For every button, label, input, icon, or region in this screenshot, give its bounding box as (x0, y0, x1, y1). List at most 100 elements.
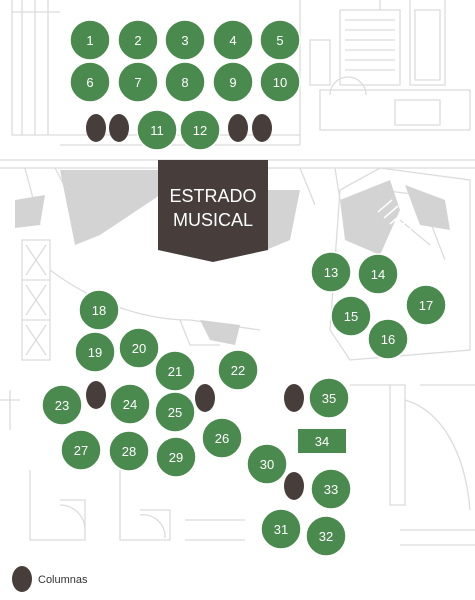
table-shape[interactable] (179, 109, 221, 151)
table-20[interactable]: 20 (118, 327, 160, 369)
table-number: 22 (231, 363, 245, 378)
table-shape[interactable] (259, 19, 301, 61)
table-shape[interactable] (310, 468, 352, 510)
table-shape[interactable] (109, 383, 151, 425)
table-shape[interactable] (357, 253, 399, 295)
table-number: 7 (134, 75, 141, 90)
table-22[interactable]: 22 (217, 349, 259, 391)
table-12[interactable]: 12 (179, 109, 221, 151)
table-number: 9 (229, 75, 236, 90)
table-shape[interactable] (212, 19, 254, 61)
table-2[interactable]: 2 (117, 19, 159, 61)
table-shape[interactable] (298, 429, 346, 453)
table-number: 32 (319, 529, 333, 544)
table-28[interactable]: 28 (108, 430, 150, 472)
table-34[interactable]: 34 (298, 429, 346, 453)
table-shape[interactable] (305, 515, 347, 557)
table-number: 1 (86, 33, 93, 48)
table-shape[interactable] (136, 109, 178, 151)
table-shape[interactable] (108, 430, 150, 472)
table-shape[interactable] (405, 284, 447, 326)
table-shape[interactable] (117, 19, 159, 61)
table-number: 4 (229, 33, 236, 48)
column-ellipse-icon (12, 566, 32, 592)
table-shape[interactable] (310, 251, 352, 293)
table-shape[interactable] (217, 349, 259, 391)
table-33[interactable]: 33 (310, 468, 352, 510)
table-shape[interactable] (246, 443, 288, 485)
table-10[interactable]: 10 (259, 61, 301, 103)
table-27[interactable]: 27 (60, 429, 102, 471)
table-number: 10 (273, 75, 287, 90)
column-ellipse-icon (195, 384, 215, 412)
table-number: 14 (371, 267, 385, 282)
table-shape[interactable] (212, 61, 254, 103)
table-shape[interactable] (69, 61, 111, 103)
table-25[interactable]: 25 (154, 391, 196, 433)
table-35[interactable]: 35 (308, 377, 350, 419)
table-shape[interactable] (78, 289, 120, 331)
table-24[interactable]: 24 (109, 383, 151, 425)
table-number: 21 (168, 364, 182, 379)
table-11[interactable]: 11 (136, 109, 178, 151)
table-shape[interactable] (41, 384, 83, 426)
table-8[interactable]: 8 (164, 61, 206, 103)
table-number: 11 (150, 123, 164, 138)
table-16[interactable]: 16 (367, 318, 409, 360)
table-shape[interactable] (164, 19, 206, 61)
table-number: 12 (193, 123, 207, 138)
stairs-detail (377, 199, 417, 237)
table-number: 13 (324, 265, 338, 280)
table-3[interactable]: 3 (164, 19, 206, 61)
table-shape[interactable] (308, 377, 350, 419)
table-9[interactable]: 9 (212, 61, 254, 103)
table-shape[interactable] (259, 61, 301, 103)
table-32[interactable]: 32 (305, 515, 347, 557)
column-ellipse-icon (86, 114, 106, 142)
table-number: 33 (324, 482, 338, 497)
legend: Columnas (12, 566, 88, 592)
table-number: 30 (260, 457, 274, 472)
table-7[interactable]: 7 (117, 61, 159, 103)
table-1[interactable]: 1 (69, 19, 111, 61)
table-14[interactable]: 14 (357, 253, 399, 295)
stage-shape (158, 160, 268, 262)
table-shape[interactable] (154, 391, 196, 433)
table-shape[interactable] (164, 61, 206, 103)
table-number: 2 (134, 33, 141, 48)
table-29[interactable]: 29 (155, 436, 197, 478)
table-shape[interactable] (201, 417, 243, 459)
table-number: 3 (181, 33, 188, 48)
table-30[interactable]: 30 (246, 443, 288, 485)
table-shape[interactable] (60, 429, 102, 471)
table-23[interactable]: 23 (41, 384, 83, 426)
table-5[interactable]: 5 (259, 19, 301, 61)
table-6[interactable]: 6 (69, 61, 111, 103)
table-shape[interactable] (69, 19, 111, 61)
floor-plan-walls (0, 0, 475, 546)
table-shape[interactable] (260, 508, 302, 550)
column-ellipse-icon (86, 381, 106, 409)
table-17[interactable]: 17 (405, 284, 447, 326)
table-4[interactable]: 4 (212, 19, 254, 61)
table-number: 26 (215, 431, 229, 446)
table-shape[interactable] (117, 61, 159, 103)
table-shape[interactable] (74, 331, 116, 373)
table-shape[interactable] (118, 327, 160, 369)
table-21[interactable]: 21 (154, 350, 196, 392)
table-15[interactable]: 15 (330, 295, 372, 337)
table-19[interactable]: 19 (74, 331, 116, 373)
table-number: 5 (276, 33, 283, 48)
table-18[interactable]: 18 (78, 289, 120, 331)
table-shape[interactable] (154, 350, 196, 392)
table-26[interactable]: 26 (201, 417, 243, 459)
table-13[interactable]: 13 (310, 251, 352, 293)
table-shape[interactable] (330, 295, 372, 337)
table-31[interactable]: 31 (260, 508, 302, 550)
stage: ESTRADO MUSICAL (158, 160, 268, 262)
table-shape[interactable] (155, 436, 197, 478)
table-shape[interactable] (367, 318, 409, 360)
table-number: 8 (181, 75, 188, 90)
